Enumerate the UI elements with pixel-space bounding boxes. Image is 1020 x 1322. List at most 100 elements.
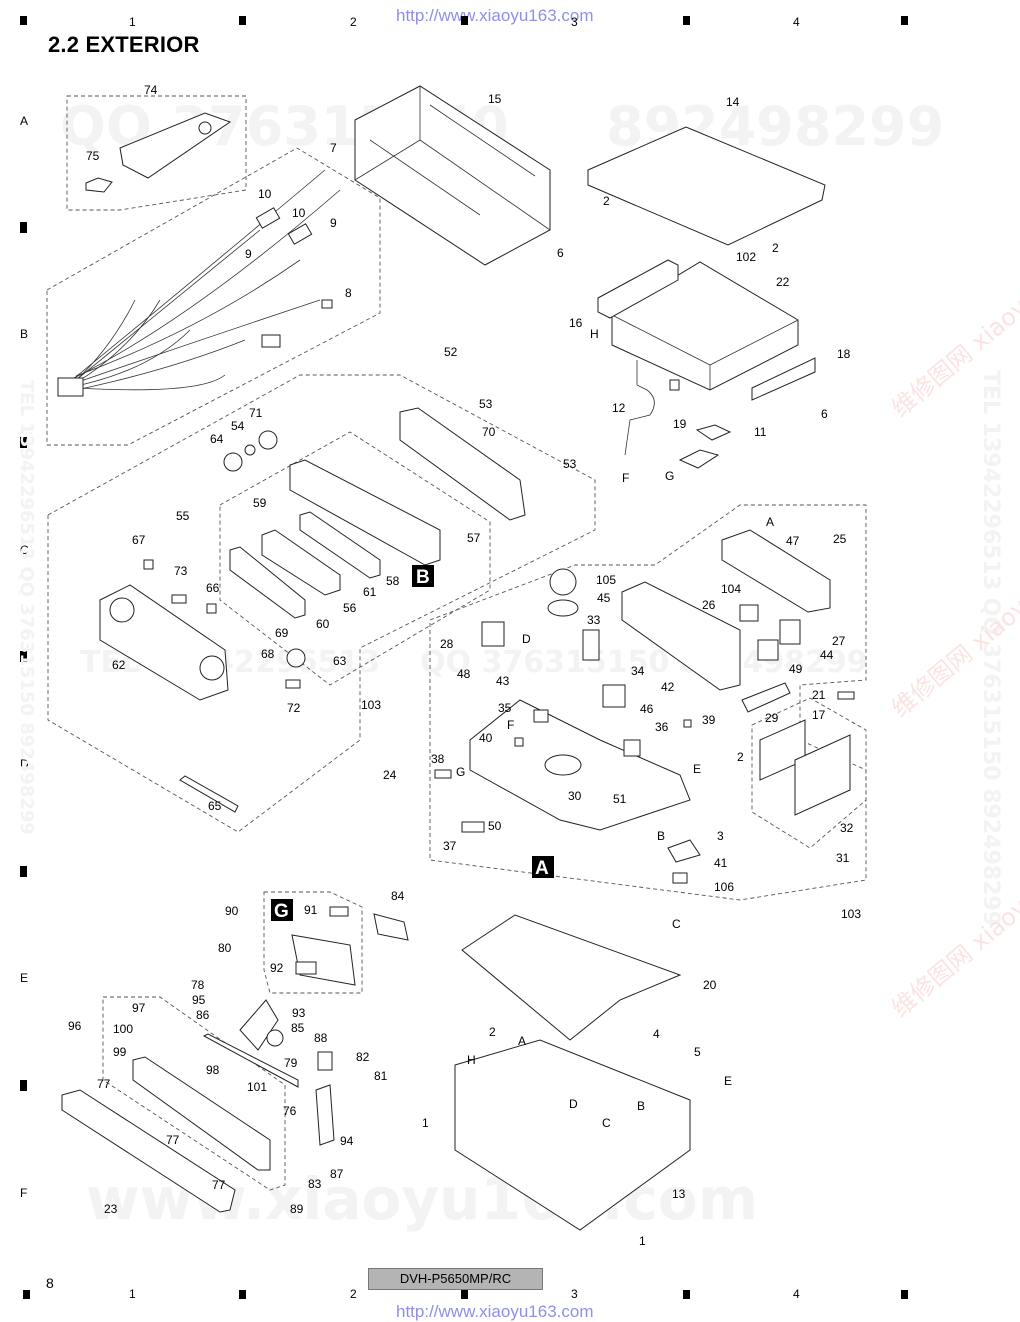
rear-bracket-part bbox=[721, 529, 831, 613]
label-5: 5 bbox=[694, 1045, 701, 1059]
label-77b: 77 bbox=[166, 1133, 180, 1147]
label-60: 60 bbox=[316, 617, 330, 631]
label-93: 93 bbox=[292, 1006, 306, 1020]
row-letter-b: B bbox=[20, 327, 29, 341]
arrow-label-h2: H bbox=[467, 1053, 476, 1067]
label-85: 85 bbox=[291, 1021, 305, 1035]
registration-mark bbox=[901, 16, 908, 25]
label-29: 29 bbox=[765, 711, 779, 725]
label-41: 41 bbox=[714, 856, 728, 870]
arrow-label-b2: B bbox=[637, 1099, 645, 1113]
column-number-1: 1 bbox=[129, 15, 136, 29]
registration-mark bbox=[20, 651, 27, 662]
front-panel-part bbox=[99, 584, 229, 701]
jack-part bbox=[741, 682, 791, 713]
label-24: 24 bbox=[383, 768, 397, 782]
watermark-qq-middle: QQ 376315150 892498299 bbox=[420, 645, 868, 680]
watermark-vertical-right: TEL 13942296513 QQ 376315150 892498299 bbox=[978, 370, 1003, 927]
label-88: 88 bbox=[314, 1031, 328, 1045]
flex-cable-part bbox=[678, 449, 720, 469]
mechanism-part bbox=[611, 261, 799, 391]
label-98: 98 bbox=[206, 1063, 220, 1077]
ring-part bbox=[244, 444, 256, 456]
label-90: 90 bbox=[225, 904, 239, 918]
label-2: 2 bbox=[603, 194, 610, 208]
label-28: 28 bbox=[440, 637, 454, 651]
clip-part bbox=[85, 177, 113, 193]
front-grille-part bbox=[61, 1089, 236, 1213]
cushion-part bbox=[295, 961, 317, 975]
label-39: 39 bbox=[702, 713, 716, 727]
label-7: 7 bbox=[330, 141, 337, 155]
label-49: 49 bbox=[789, 662, 803, 676]
label-9: 9 bbox=[245, 247, 252, 261]
page-title: 2.2 EXTERIOR bbox=[48, 32, 200, 57]
label-66: 66 bbox=[206, 581, 220, 595]
heatsink-plate-part bbox=[621, 581, 741, 691]
lcd-holder-part bbox=[299, 511, 381, 579]
label-16: 16 bbox=[569, 316, 583, 330]
label-91: 91 bbox=[304, 903, 318, 917]
label-40: 40 bbox=[479, 731, 493, 745]
remote-control-part bbox=[119, 112, 232, 179]
label-81: 81 bbox=[374, 1069, 388, 1083]
label-78: 78 bbox=[191, 978, 205, 992]
footer-column-number-2: 2 bbox=[350, 1287, 357, 1301]
connector-cap-part bbox=[321, 299, 333, 309]
knob-part bbox=[223, 452, 243, 472]
jack-part bbox=[481, 621, 505, 647]
bracket-part bbox=[373, 913, 409, 941]
label-10: 10 bbox=[258, 187, 272, 201]
label-3: 3 bbox=[717, 829, 724, 843]
label-42: 42 bbox=[661, 680, 675, 694]
label-31: 31 bbox=[836, 851, 850, 865]
registration-mark bbox=[20, 1080, 27, 1091]
group-marker-g: G bbox=[271, 899, 293, 922]
label-57: 57 bbox=[467, 531, 481, 545]
gear-part bbox=[266, 1029, 284, 1047]
row-letter-d: D bbox=[20, 757, 29, 771]
label-102: 102 bbox=[736, 250, 756, 264]
clip-part bbox=[672, 872, 688, 884]
label-21: 21 bbox=[812, 688, 826, 702]
mechanism-plate-part bbox=[239, 999, 279, 1051]
transformer-part bbox=[623, 739, 641, 757]
label-27: 27 bbox=[832, 634, 846, 648]
label-74: 74 bbox=[144, 83, 158, 97]
label-11: 11 bbox=[754, 425, 767, 439]
label-73: 73 bbox=[174, 564, 188, 578]
column-number-2: 2 bbox=[350, 15, 357, 29]
label-80: 80 bbox=[218, 941, 232, 955]
footer-column-number-3: 3 bbox=[571, 1287, 578, 1301]
switch-part bbox=[171, 594, 187, 604]
label-64: 64 bbox=[210, 432, 224, 446]
label-36: 36 bbox=[655, 720, 669, 734]
label-4: 4 bbox=[653, 1027, 660, 1041]
row-letter-a: A bbox=[20, 114, 29, 128]
registration-mark bbox=[461, 1290, 468, 1299]
arrow-label-a: A bbox=[766, 515, 774, 529]
g-board-part bbox=[291, 934, 356, 986]
label-104: 104 bbox=[721, 582, 741, 596]
label-89: 89 bbox=[290, 1202, 304, 1216]
registration-mark bbox=[901, 1290, 908, 1299]
arrow-label-c: C bbox=[672, 917, 681, 931]
sub-board-part bbox=[794, 734, 851, 816]
arrow-label-f2: F bbox=[507, 718, 514, 732]
registration-mark bbox=[23, 1290, 30, 1299]
ring-part bbox=[286, 648, 306, 668]
watermark-url-top: http://www.xiaoyu163.com bbox=[396, 6, 594, 25]
arrow-label-e2: E bbox=[724, 1074, 732, 1088]
svg-text:B: B bbox=[416, 567, 430, 588]
label-23: 23 bbox=[104, 1202, 118, 1216]
insulator-sheet-part bbox=[461, 914, 682, 1041]
label-32: 32 bbox=[840, 821, 854, 835]
label-20: 20 bbox=[703, 978, 717, 992]
regulator-part bbox=[739, 604, 759, 622]
label-2b: 2 bbox=[772, 241, 779, 255]
registration-mark bbox=[20, 866, 27, 877]
registration-mark bbox=[461, 16, 468, 25]
part-labels: 74 75 7 8 9 9 10 10 15 14 2 2 6 6 11 12 … bbox=[68, 83, 861, 1248]
label-6: 6 bbox=[557, 246, 564, 260]
